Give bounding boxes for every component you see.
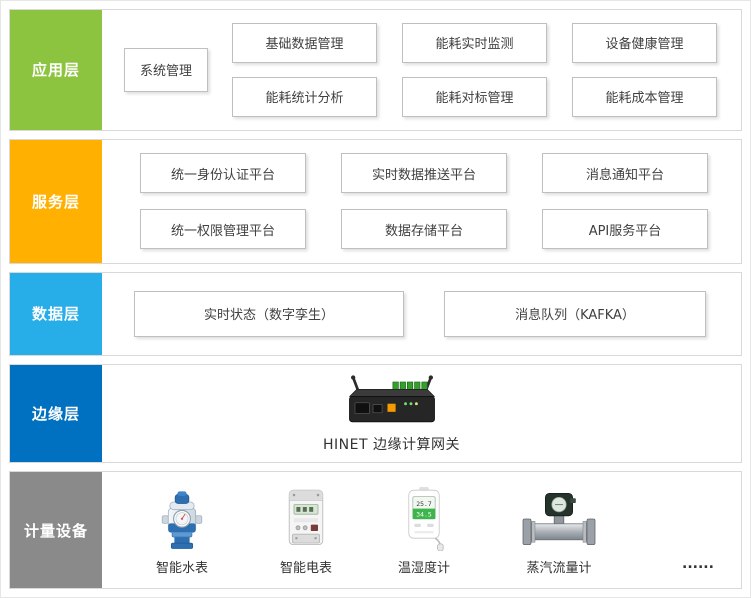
layer-label-data: 数据层 — [10, 273, 102, 355]
device-steam-flow-meter: 蒸汽流量计 — [516, 487, 602, 576]
hygrometer-image: 25.7 34.5 — [408, 487, 444, 552]
box-realtime-data-push-platform: 实时数据推送平台 — [341, 153, 507, 194]
box-basic-data-management: 基础数据管理 — [232, 22, 377, 63]
box-energy-realtime-monitoring: 能耗实时监测 — [402, 22, 547, 63]
layer-application: 应用层 系统管理 基础数据管理 能耗实时监测 设备健康管理 能耗统计分析 能耗对… — [9, 9, 742, 131]
box-unified-identity-auth-platform: 统一身份认证平台 — [140, 153, 306, 194]
water-meter-image — [161, 491, 203, 549]
box-message-notification-platform: 消息通知平台 — [542, 153, 708, 194]
layer-metering-devices: 计量设备 — [9, 471, 742, 590]
box-unified-permission-management-platform: 统一权限管理平台 — [140, 209, 306, 250]
steam-flow-meter-image — [522, 493, 596, 546]
device-electric-meter: 智能电表 — [280, 487, 332, 576]
electric-meter-caption: 智能电表 — [280, 561, 333, 577]
box-energy-benchmark-management: 能耗对标管理 — [402, 76, 547, 117]
edge-gateway-caption: HINET 边缘计算网关 — [323, 437, 460, 454]
box-api-service-platform: API服务平台 — [542, 209, 708, 250]
hygrometer-temperature-value: 25.7 — [416, 500, 432, 508]
layer-data: 数据层 实时状态（数字孪生） 消息队列（KAFKA） — [9, 272, 742, 356]
layer-body-data: 实时状态（数字孪生） 消息队列（KAFKA） — [102, 273, 741, 355]
device-water-meter: 智能水表 — [150, 485, 214, 576]
edge-gateway-image — [348, 375, 435, 423]
layer-edge: 边缘层 HINET 边缘计算网关 — [9, 363, 742, 464]
box-data-storage-platform: 数据存储平台 — [341, 209, 507, 250]
layer-label-application: 应用层 — [10, 10, 102, 130]
box-energy-cost-management: 能耗成本管理 — [572, 76, 717, 117]
hygrometer-caption: 温湿度计 — [398, 561, 451, 577]
box-equipment-health-management: 设备健康管理 — [572, 22, 717, 63]
layer-service: 服务层 统一身份认证平台 实时数据推送平台 消息通知平台 统一权限管理平台 数据… — [9, 138, 742, 265]
service-row-2: 统一权限管理平台 数据存储平台 API服务平台 — [140, 209, 741, 250]
more-devices-ellipsis: ...... — [682, 556, 714, 573]
device-hygrometer: 25.7 34.5 温湿度计 — [398, 487, 450, 576]
application-box-grid: 基础数据管理 能耗实时监测 设备健康管理 能耗统计分析 能耗对标管理 能耗成本管… — [232, 22, 717, 117]
water-meter-caption: 智能水表 — [155, 561, 208, 577]
layer-body-application: 系统管理 基础数据管理 能耗实时监测 设备健康管理 能耗统计分析 能耗对标管理 … — [102, 10, 741, 130]
box-energy-statistics-analysis: 能耗统计分析 — [232, 76, 377, 117]
layer-body-service: 统一身份认证平台 实时数据推送平台 消息通知平台 统一权限管理平台 数据存储平台… — [102, 140, 741, 264]
layer-body-edge: HINET 边缘计算网关 — [102, 365, 741, 463]
box-system-management: 系统管理 — [124, 47, 208, 92]
box-message-queue-kafka: 消息队列（KAFKA） — [444, 290, 706, 337]
electric-meter-image — [288, 489, 324, 546]
box-realtime-status-digital-twin: 实时状态（数字孪生） — [134, 290, 404, 337]
service-row-1: 统一身份认证平台 实时数据推送平台 消息通知平台 — [140, 153, 741, 194]
layer-label-edge: 边缘层 — [10, 364, 102, 463]
layer-body-metering-devices: 智能水表 — [102, 472, 741, 588]
steam-flow-meter-caption: 蒸汽流量计 — [526, 561, 592, 577]
hygrometer-humidity-value: 34.5 — [416, 511, 432, 519]
layer-label-metering-devices: 计量设备 — [10, 472, 102, 589]
layer-label-service: 服务层 — [10, 139, 102, 264]
